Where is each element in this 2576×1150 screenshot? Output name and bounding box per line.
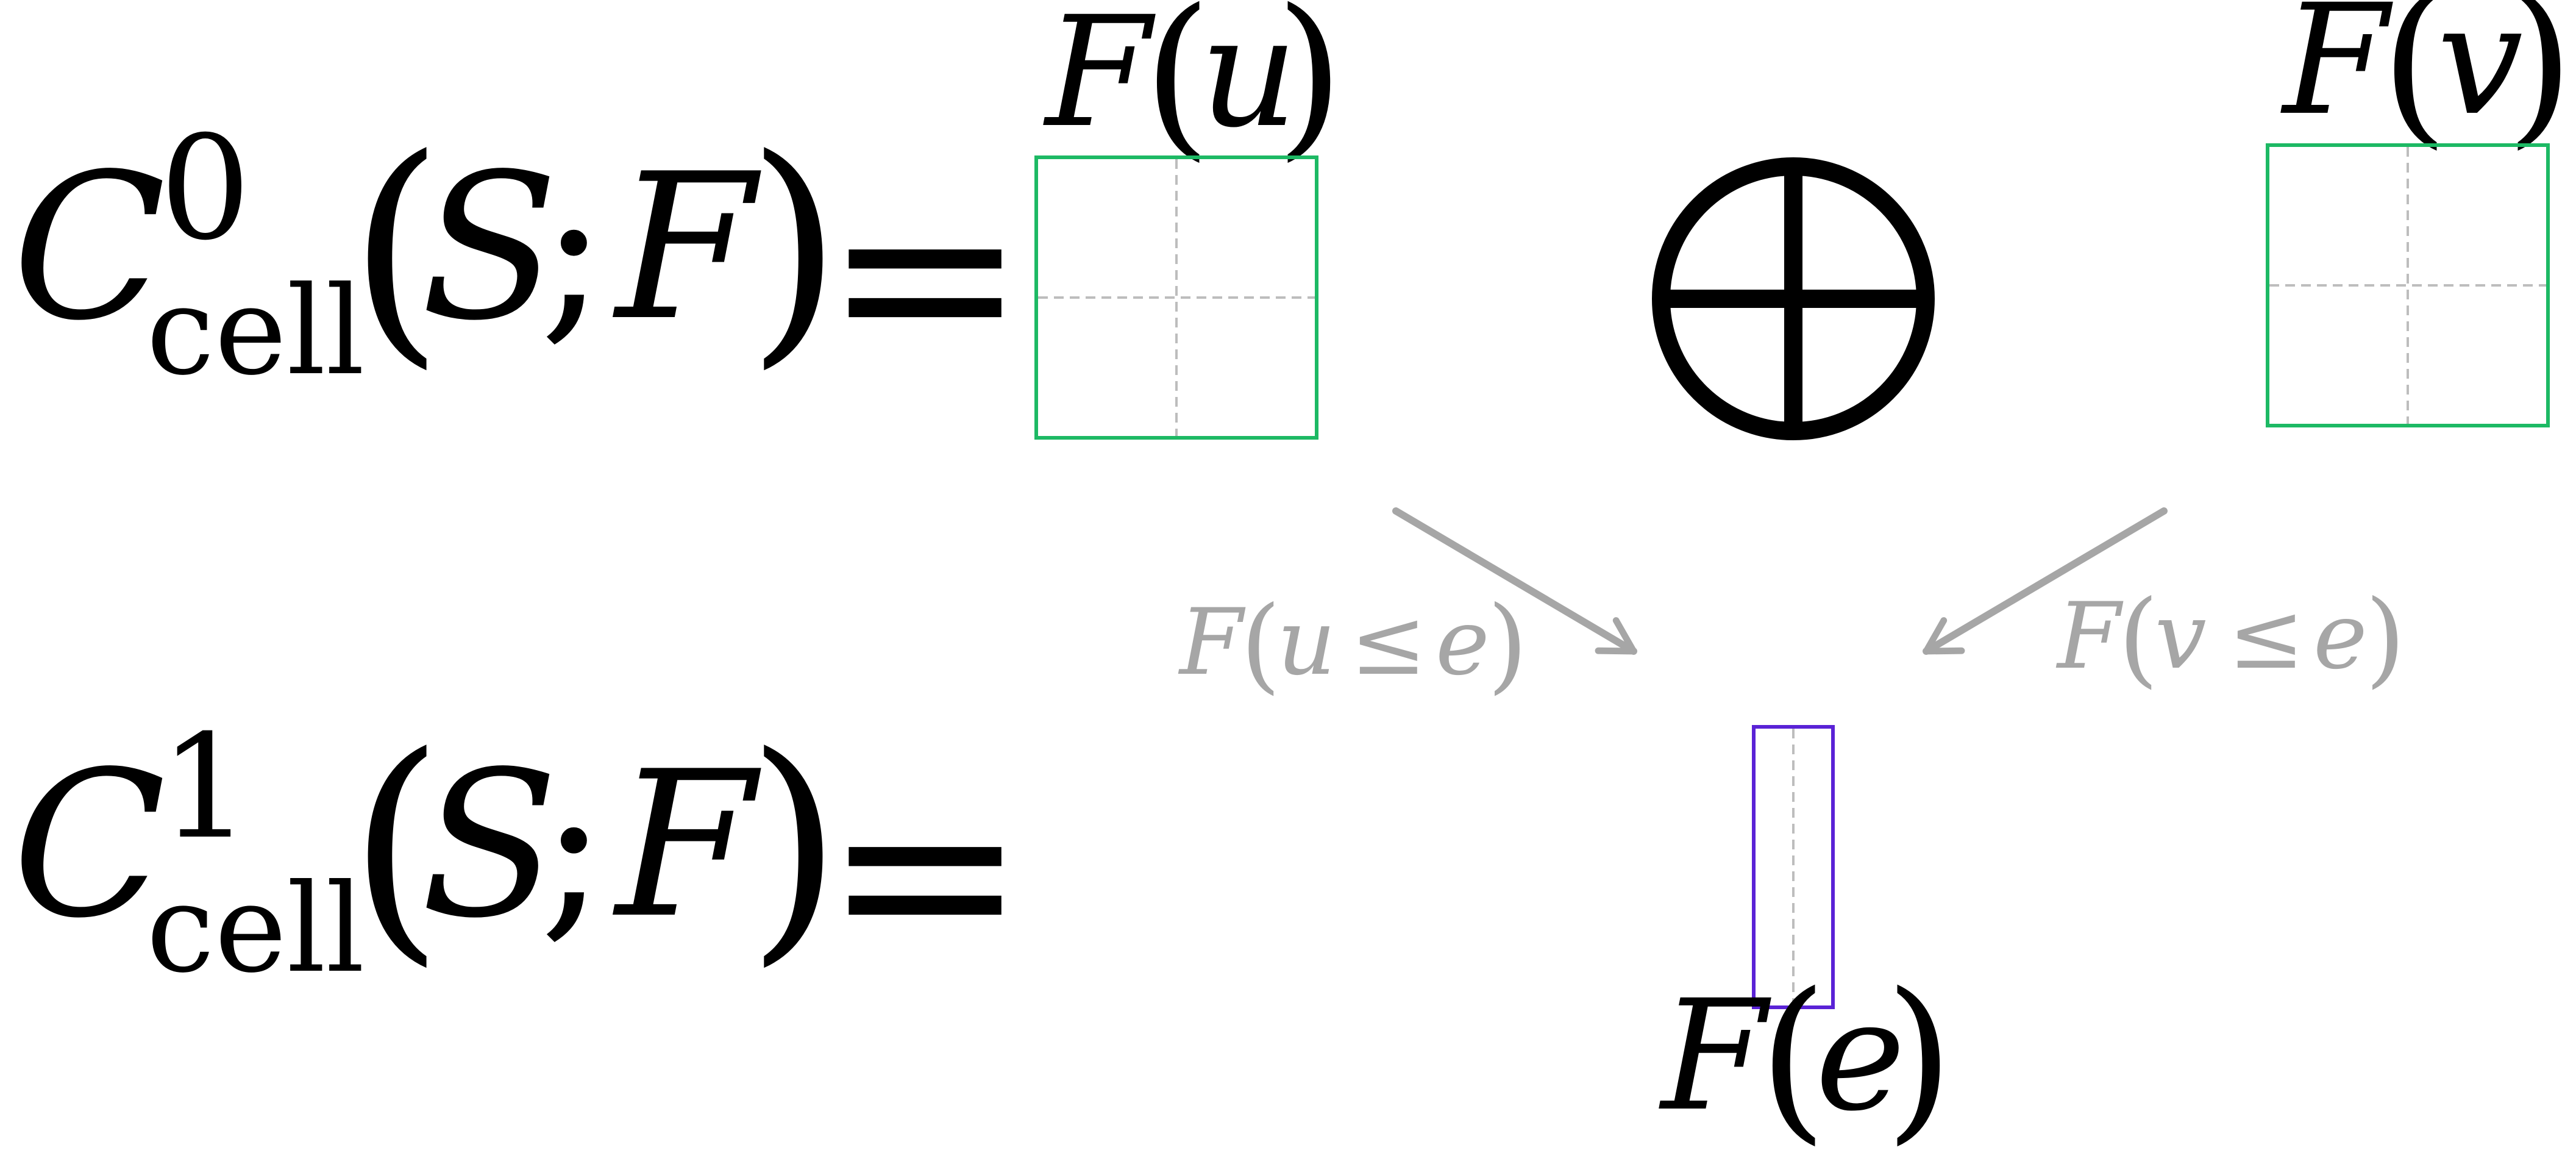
restriction-arrow-u — [1392, 507, 1637, 655]
stalk-v-paren-open: ( — [2380, 0, 2449, 165]
stalk-e-F: F — [1659, 967, 1771, 1145]
cochain-degree-superscript: 0 — [160, 105, 251, 272]
map-u-edge: e — [1436, 590, 1490, 696]
map-u-var: u — [1277, 590, 1336, 696]
cochain-row-0: C 0 cell ( S ; F ) = — [12, 105, 1027, 418]
stalk-u-paren-open: ( — [1143, 0, 1212, 177]
stalk-e-paren-open: ( — [1759, 955, 1827, 1150]
stalk-v-var: v — [2437, 0, 2523, 149]
direct-sum — [1652, 157, 1935, 440]
paren-open: ( — [349, 107, 444, 390]
space-symbol: S — [421, 130, 558, 365]
stalk-v-box — [2266, 143, 2550, 427]
map-v-paren-close: ) — [2365, 578, 2405, 699]
map-u-leq: ≤ — [1350, 590, 1427, 696]
map-u-paren-close: ) — [1487, 584, 1528, 705]
stalk-e-box — [1752, 725, 1835, 1009]
stalk-v-F: F — [2280, 0, 2393, 149]
map-v-var: v — [2155, 584, 2207, 690]
map-v-F: F — [2055, 584, 2124, 690]
restriction-label-u: F ( u ≤ e ) — [1178, 584, 1528, 705]
equals-sign: = — [823, 732, 1027, 1015]
stalk-e-var: e — [1815, 967, 1905, 1145]
cochain-degree-superscript: 1 — [160, 704, 251, 871]
stalk-u-box — [1034, 155, 1318, 440]
cochain-cell-subscript: cell — [146, 858, 365, 1000]
stalk-v-paren-close: ) — [2505, 0, 2574, 165]
paren-open: ( — [349, 704, 444, 988]
sheaf-symbol: F — [613, 728, 764, 962]
equals-sign: = — [823, 134, 1027, 418]
restriction-label-v: F ( v ≤ e ) — [2055, 578, 2405, 699]
space-symbol: S — [421, 728, 558, 962]
map-v-paren-open: ( — [2118, 578, 2158, 699]
paren-close: ) — [747, 704, 842, 988]
cochain-cell-subscript: cell — [146, 260, 365, 402]
map-u-paren-open: ( — [1240, 584, 1281, 705]
cochain-row-1: C 1 cell ( S ; F ) = — [12, 704, 1027, 1015]
map-v-leq: ≤ — [2228, 584, 2305, 690]
semicolon: ; — [539, 728, 607, 962]
paren-close: ) — [747, 107, 842, 390]
cochain-symbol: C — [12, 130, 166, 365]
stalk-u-F: F — [1043, 0, 1156, 161]
restriction-arrow-v — [1923, 507, 2168, 655]
stalk-e: F ( e ) — [1659, 725, 1954, 1150]
sheaf-symbol: F — [613, 130, 764, 365]
stalk-e-paren-close: ) — [1885, 955, 1954, 1150]
semicolon: ; — [539, 130, 607, 365]
cochain-symbol: C — [12, 728, 166, 962]
stalk-u-paren-close: ) — [1275, 0, 1344, 177]
stalk-v: F ( v ) — [2266, 0, 2574, 427]
map-u-F: F — [1178, 590, 1246, 696]
map-v-edge: e — [2313, 584, 2368, 690]
stalk-u-var: u — [1200, 0, 1298, 161]
stalk-u: F ( u ) — [1034, 0, 1344, 440]
